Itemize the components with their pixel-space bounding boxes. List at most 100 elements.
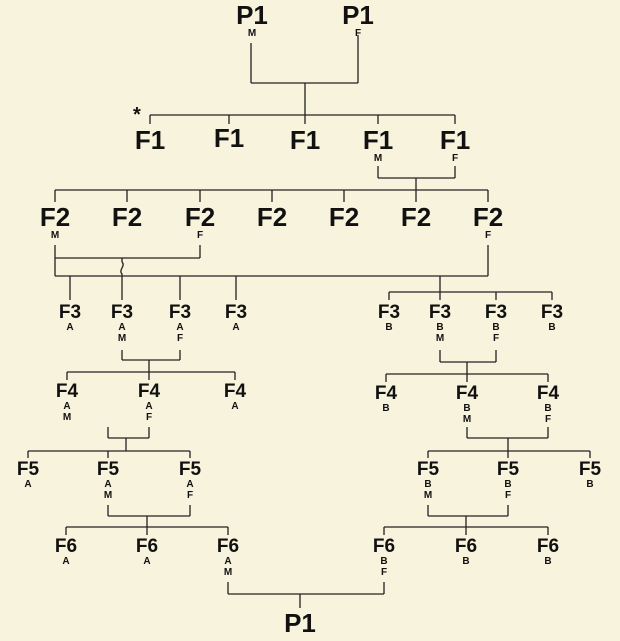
node-sublabel: A: [232, 322, 240, 333]
node-label: F5: [178, 459, 202, 480]
node-sublabel: M: [62, 412, 72, 423]
node-sublabel: A: [118, 322, 126, 333]
crossing-squiggle: [120, 261, 124, 276]
node-sublabel: M: [103, 490, 113, 501]
node-label: F4: [536, 383, 560, 404]
node-sublabel: F: [196, 230, 204, 241]
node-label: F3: [168, 302, 192, 323]
node-label: F3: [110, 302, 134, 323]
node-p1new: P1: [265, 610, 335, 636]
node-sublabel: A: [176, 322, 184, 333]
node-sublabel: A: [63, 401, 71, 412]
node-sublabel: M: [423, 490, 433, 501]
node-label: P1: [284, 608, 316, 638]
node-f2b: F2: [92, 204, 162, 230]
node-label: P1: [236, 0, 268, 30]
node-sublabel: B: [586, 479, 594, 490]
node-sublabel: B: [548, 322, 556, 333]
node-label: F5: [578, 459, 602, 480]
node-label: F3: [540, 302, 564, 323]
node-label: F3: [58, 302, 82, 323]
node-sublabel: B: [544, 556, 552, 567]
node-label: F5: [416, 459, 440, 480]
node-sublabel: F: [451, 153, 459, 164]
node-label: F5: [96, 459, 120, 480]
marker-asterisk: *: [133, 104, 141, 126]
node-sublabel: F: [186, 490, 194, 501]
node-label: P1: [342, 0, 374, 30]
node-sublabel: A: [186, 479, 194, 490]
node-label: F6: [536, 536, 560, 557]
node-label: F2: [256, 202, 288, 232]
node-label: F2: [328, 202, 360, 232]
node-label: F6: [54, 536, 78, 557]
node-sublabel: A: [66, 322, 74, 333]
node-sublabel: M: [435, 333, 445, 344]
node-sublabel: A: [62, 556, 70, 567]
node-label: F1: [439, 125, 471, 155]
node-sublabel: F: [484, 230, 492, 241]
node-sublabel: B: [382, 403, 390, 414]
node-label: F5: [496, 459, 520, 480]
node-sublabel: A: [231, 401, 239, 412]
node-sublabel: F: [380, 567, 388, 578]
node-sublabel: B: [380, 556, 388, 567]
node-label: F6: [135, 536, 159, 557]
node-sublabel: M: [247, 28, 257, 39]
node-f2e: F2: [309, 204, 379, 230]
node-label: F1: [134, 125, 166, 155]
node-sublabel: B: [544, 403, 552, 414]
node-label: F6: [372, 536, 396, 557]
node-label: F2: [39, 202, 71, 232]
node-sublabel: M: [373, 153, 383, 164]
node-sublabel: M: [50, 230, 60, 241]
node-f1b: F1: [194, 125, 264, 151]
node-sublabel: B: [436, 322, 444, 333]
node-f1c: F1: [270, 127, 340, 153]
node-sublabel: M: [462, 414, 472, 425]
node-sublabel: M: [223, 567, 233, 578]
node-label: F2: [111, 202, 143, 232]
node-sublabel: A: [104, 479, 112, 490]
node-label: F3: [428, 302, 452, 323]
node-f2f: F2: [381, 204, 451, 230]
node-sublabel: B: [385, 322, 393, 333]
node-sublabel: F: [544, 414, 552, 425]
node-sublabel: F: [492, 333, 500, 344]
node-sublabel: B: [462, 556, 470, 567]
node-label: F4: [55, 381, 79, 402]
node-label: F3: [377, 302, 401, 323]
node-f2d: F2: [237, 204, 307, 230]
node-sublabel: A: [143, 556, 151, 567]
node-sublabel: F: [145, 412, 153, 423]
